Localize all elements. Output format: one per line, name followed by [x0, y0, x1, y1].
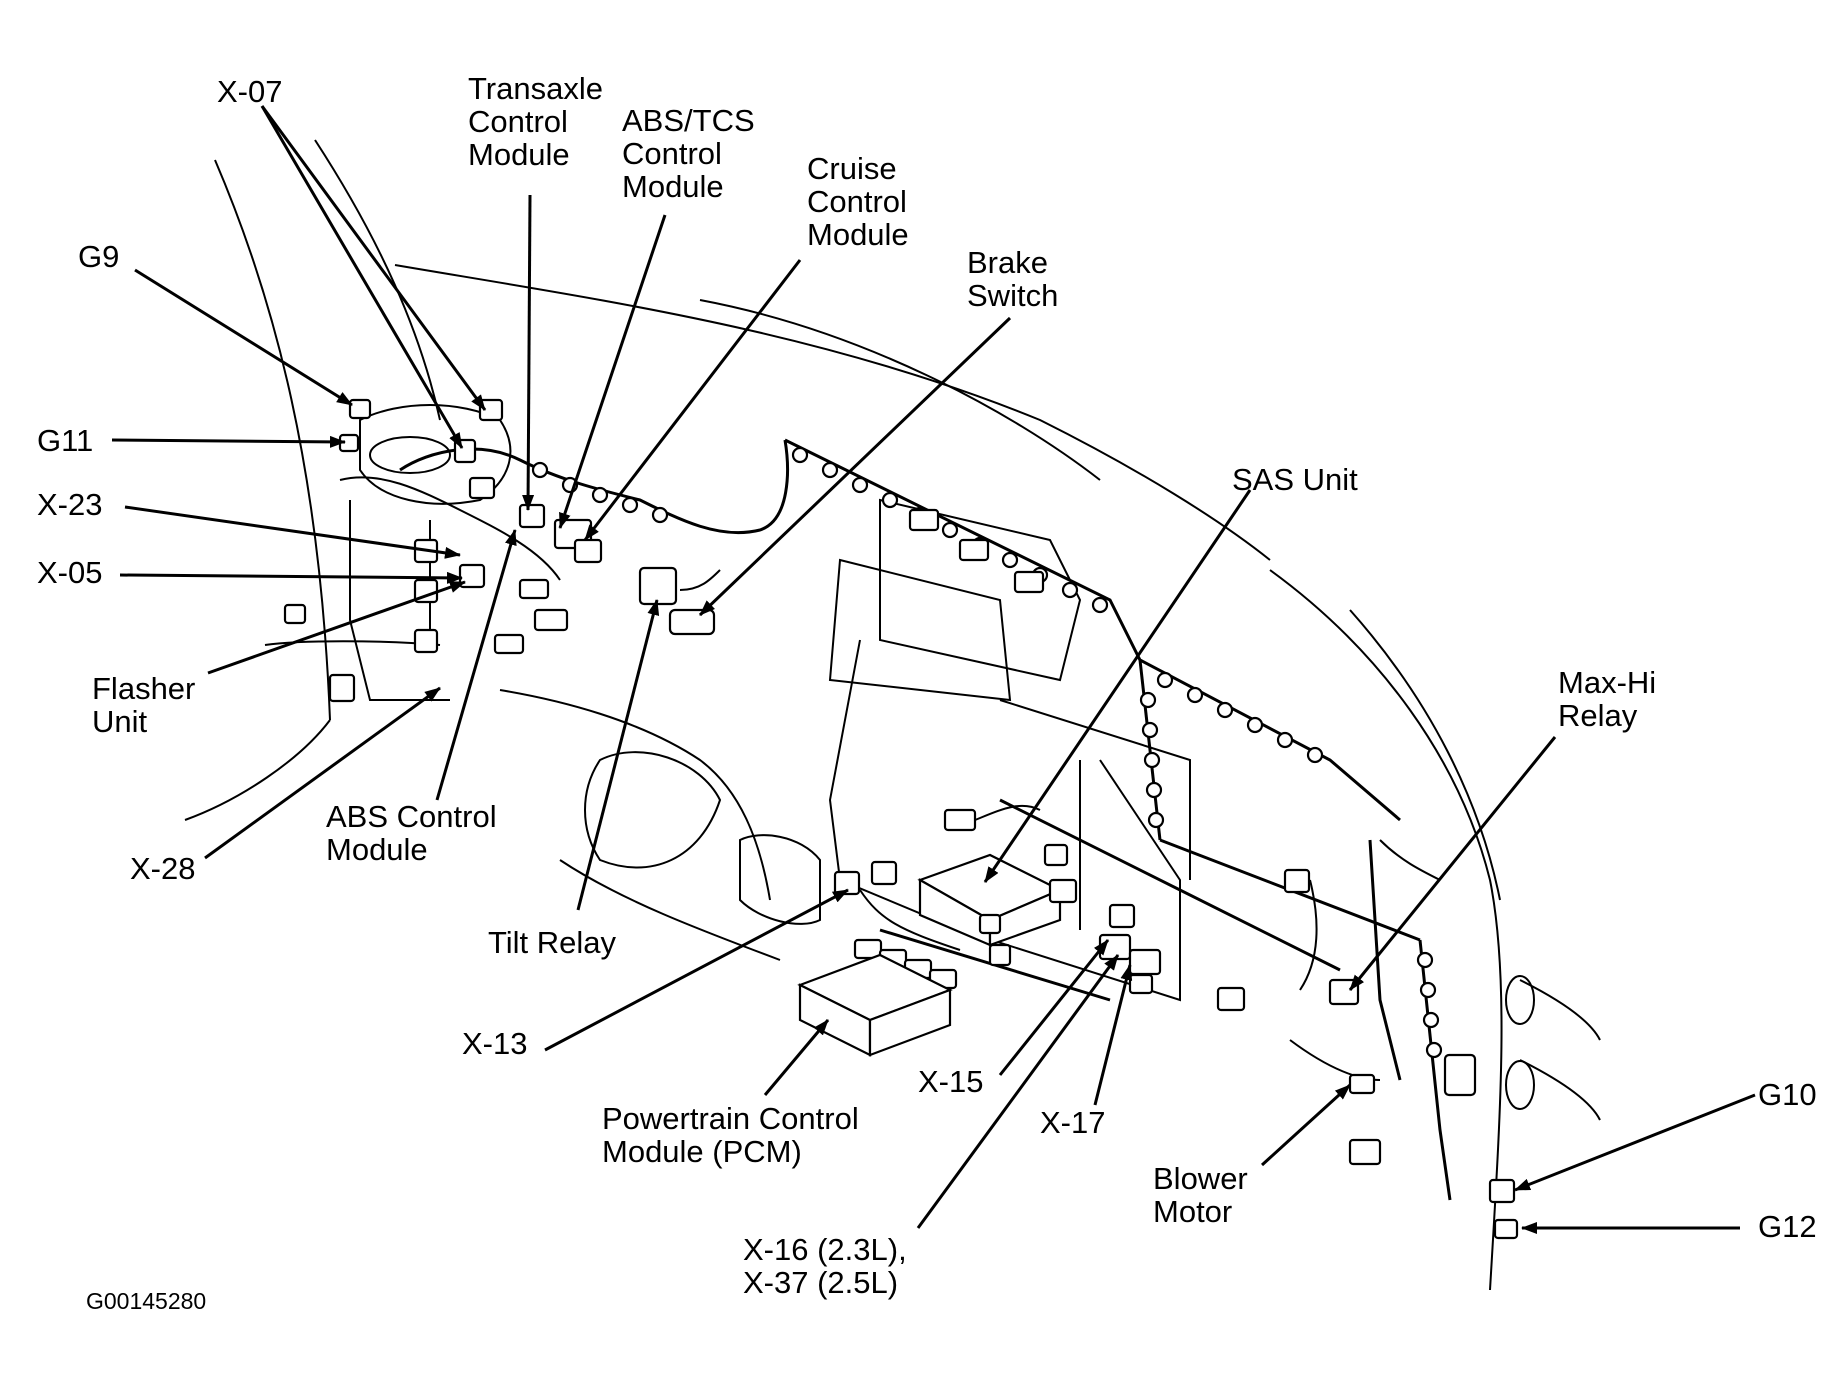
label-x-16-line1: X-16 (2.3L), — [743, 1232, 907, 1267]
steering-area-parts — [638, 508, 1045, 636]
left-component-cluster — [283, 398, 603, 703]
label-abs-control-module: ABS Control Module — [326, 800, 497, 866]
label-flasher-unit: Flasher Unit — [92, 672, 195, 738]
label-x-23: X-23 — [37, 487, 103, 522]
label-sas-unit: SAS Unit — [1232, 462, 1358, 497]
label-x-16-line2: X-37 (2.5L) — [743, 1265, 899, 1300]
label-max-hi-line2: Relay — [1558, 698, 1638, 733]
label-abs-control-line2: Module — [326, 832, 428, 867]
label-g12: G12 — [1758, 1209, 1817, 1244]
main-harness — [399, 438, 1601, 1201]
label-abs-tcs-line3: Module — [622, 169, 724, 204]
label-transaxle-line2: Control — [468, 104, 568, 139]
label-transaxle-control-module: Transaxle Control Module — [468, 72, 603, 171]
label-abs-tcs-line2: Control — [622, 136, 722, 171]
label-x-17: X-17 — [1040, 1105, 1106, 1140]
label-brake-switch: Brake Switch — [967, 246, 1058, 312]
label-max-hi-relay: Max-Hi Relay — [1558, 666, 1656, 732]
label-flasher-unit-line1: Flasher — [92, 671, 196, 706]
center-lower-parts — [797, 804, 1162, 1057]
leader-lines — [111, 105, 1756, 1234]
label-pcm-line1: Powertrain Control — [602, 1101, 859, 1136]
label-x-15: X-15 — [918, 1064, 984, 1099]
harness-clips — [531, 446, 1443, 1059]
label-abs-control-line1: ABS Control — [326, 799, 497, 834]
label-cruise-line1: Cruise — [807, 151, 897, 186]
body-outline — [184, 139, 1503, 1291]
label-pcm: Powertrain Control Module (PCM) — [602, 1102, 859, 1168]
label-g9: G9 — [78, 239, 120, 274]
right-side-parts — [1216, 839, 1535, 1240]
label-abs-tcs-line1: ABS/TCS — [622, 103, 755, 138]
label-tilt-relay: Tilt Relay — [488, 925, 617, 960]
label-pcm-line2: Module (PCM) — [602, 1134, 802, 1169]
label-cruise-line2: Control — [807, 184, 907, 219]
label-blower-motor: Blower Motor — [1153, 1162, 1248, 1228]
label-x-13: X-13 — [462, 1026, 528, 1061]
label-brake-line1: Brake — [967, 245, 1048, 280]
label-x-28: X-28 — [130, 851, 196, 886]
label-g10: G10 — [1758, 1077, 1817, 1112]
figure-code: G00145280 — [86, 1288, 207, 1314]
label-transaxle-line1: Transaxle — [468, 71, 603, 106]
label-flasher-unit-line2: Unit — [92, 704, 148, 739]
label-g11: G11 — [37, 423, 94, 458]
label-x-05: X-05 — [37, 555, 103, 590]
label-cruise-control-module: Cruise Control Module — [807, 152, 909, 251]
label-blower-line2: Motor — [1153, 1194, 1233, 1229]
label-blower-line1: Blower — [1153, 1161, 1248, 1196]
label-brake-line2: Switch — [967, 278, 1059, 313]
label-x-16-x-37: X-16 (2.3L), X-37 (2.5L) — [743, 1233, 907, 1299]
label-transaxle-line3: Module — [468, 137, 570, 172]
label-max-hi-line1: Max-Hi — [1558, 665, 1657, 700]
label-x-07: X-07 — [217, 74, 283, 109]
label-abs-tcs-control-module: ABS/TCS Control Module — [622, 104, 755, 203]
label-cruise-line3: Module — [807, 217, 909, 252]
